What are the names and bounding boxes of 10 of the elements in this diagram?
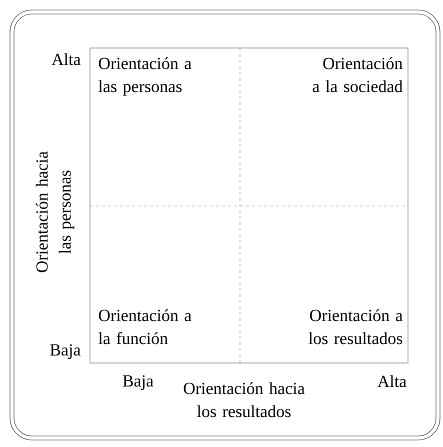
axis-level-label: Alta <box>378 375 406 388</box>
quadrant-label: Orientación a los resultados <box>308 309 403 344</box>
quadrant-label: Orientación a la función <box>98 309 192 344</box>
axis-title: Orientación hacia las personas <box>36 151 74 272</box>
quadrant-label: Orientación a las personas <box>98 57 192 96</box>
axis-level-label: Alta <box>52 53 81 66</box>
axis-level-label: Baja <box>50 344 81 360</box>
quadrant-label: Orientación a la sociedad <box>312 57 403 92</box>
axis-title: Orientación hacia los resultados <box>184 382 305 418</box>
axis-level-label: Baja <box>122 375 154 390</box>
